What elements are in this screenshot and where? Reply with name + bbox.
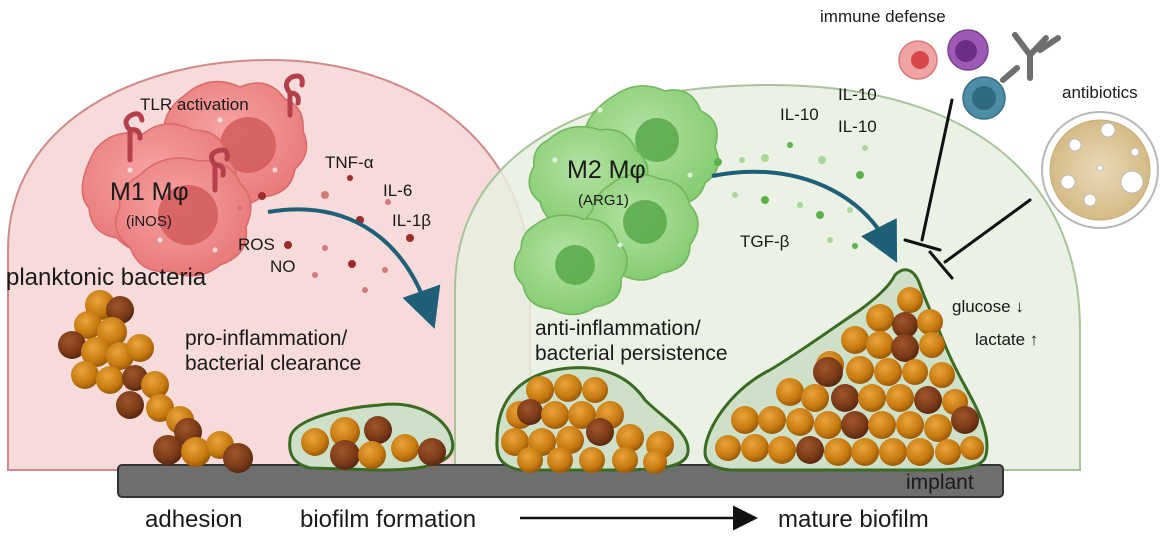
neutrophil-nucleus — [911, 51, 929, 69]
label-m1-marker: (iNOS) — [126, 213, 172, 230]
cytokine-dot — [827, 237, 833, 243]
m2-nucleus — [623, 200, 667, 244]
petri-dish-icon — [1041, 111, 1159, 229]
cytokine-dot — [847, 207, 853, 213]
bacteria-biofilm-mature — [715, 287, 984, 466]
label-adhesion: adhesion — [145, 506, 242, 533]
m2-nucleus — [635, 118, 679, 162]
label-pro-inflammation-2: bacterial clearance — [185, 352, 361, 375]
cytokine-dot — [406, 234, 414, 242]
cytokine-dot — [818, 156, 826, 164]
cytokine-dot — [258, 192, 266, 200]
label-mature-biofilm: mature biofilm — [778, 506, 929, 533]
label-implant: implant — [906, 471, 974, 494]
bacteria-biofilm-medium — [501, 374, 674, 474]
cytokine-dot — [362, 287, 368, 293]
label-ros: ROS — [238, 235, 275, 254]
bacteria-planktonic — [58, 290, 253, 473]
label-m2-marker: (ARG1) — [578, 192, 629, 209]
m2-macrophage-cluster — [513, 85, 720, 316]
m1-granule — [272, 167, 278, 173]
tlr-receptor-icon — [123, 73, 305, 193]
label-pro-inflammation-1: pro-inflammation/ — [185, 327, 347, 350]
immune-cells — [898, 29, 1061, 120]
cytokine-dot — [797, 202, 803, 208]
label-anti-inflammation-1: anti-inflammation/ — [535, 317, 701, 340]
cytokine-dot — [732, 192, 738, 198]
cytokine-dot — [237, 205, 243, 211]
cytokine-dot — [852, 243, 858, 249]
label-lactate: lactate ↑ — [975, 330, 1038, 349]
cytokine-dot — [322, 245, 328, 251]
arrow-icon — [267, 207, 441, 329]
label-tgfb: TGF-β — [740, 232, 790, 251]
cytokine-dot — [739, 157, 745, 163]
m1-granule — [217, 117, 223, 123]
label-il1b: IL-1β — [392, 211, 431, 230]
cytokine-dot — [862, 145, 868, 151]
label-immune-defense: immune defense — [820, 7, 946, 26]
label-il10-c: IL-10 — [838, 117, 877, 136]
inhibition-icon — [903, 98, 1032, 280]
lymphocyte-nucleus — [955, 40, 977, 62]
label-glucose: glucose ↓ — [952, 297, 1024, 316]
cytokine-dot — [347, 175, 353, 181]
label-anti-inflammation-2: bacterial persistence — [535, 342, 728, 365]
label-antibiotics: antibiotics — [1062, 83, 1138, 102]
label-tlr-activation: TLR activation — [140, 95, 249, 114]
m2-granule — [687, 172, 693, 178]
cytokine-dot — [321, 191, 329, 199]
cytokine-dot — [787, 142, 793, 148]
m1-nucleus — [220, 117, 276, 173]
monocyte-nucleus — [972, 86, 996, 110]
cytokine-dot — [385, 199, 391, 205]
label-il10-b: IL-10 — [780, 105, 819, 124]
m2-nucleus — [555, 245, 595, 285]
cytokine-dot — [714, 158, 722, 166]
m2-granule — [552, 157, 558, 163]
label-biofilm-formation: biofilm formation — [300, 506, 476, 533]
cytokine-dot — [382, 267, 388, 273]
cytokine-dot — [761, 154, 769, 162]
cytokine-dot — [856, 171, 864, 179]
m1-granule — [212, 247, 218, 253]
m1-nucleus — [158, 185, 218, 245]
m1-granule — [157, 237, 163, 243]
label-m1-title: M1 Mφ — [110, 178, 189, 206]
cytokine-dot — [284, 241, 292, 249]
cytokine-dot — [761, 196, 769, 204]
cytokine-dot — [348, 260, 356, 268]
label-m2-title: M2 Mφ — [567, 156, 646, 184]
arrow-icon — [711, 169, 898, 263]
anti-inflammatory-cytokines — [714, 142, 868, 249]
m2-granule — [597, 107, 603, 113]
label-no: NO — [270, 257, 296, 276]
label-planktonic: planktonic bacteria — [6, 264, 207, 291]
bacteria-biofilm-small — [301, 416, 446, 470]
label-il6: IL-6 — [383, 181, 412, 200]
cytokine-dot — [312, 272, 318, 278]
m1-granule — [127, 167, 133, 173]
m2-granule — [617, 242, 623, 248]
antibody-icon — [1000, 32, 1061, 83]
cytokine-dot — [816, 211, 824, 219]
label-il10-a: IL-10 — [838, 85, 877, 104]
label-tnf: TNF-α — [325, 153, 374, 172]
m1-macrophage-cluster — [81, 80, 308, 277]
